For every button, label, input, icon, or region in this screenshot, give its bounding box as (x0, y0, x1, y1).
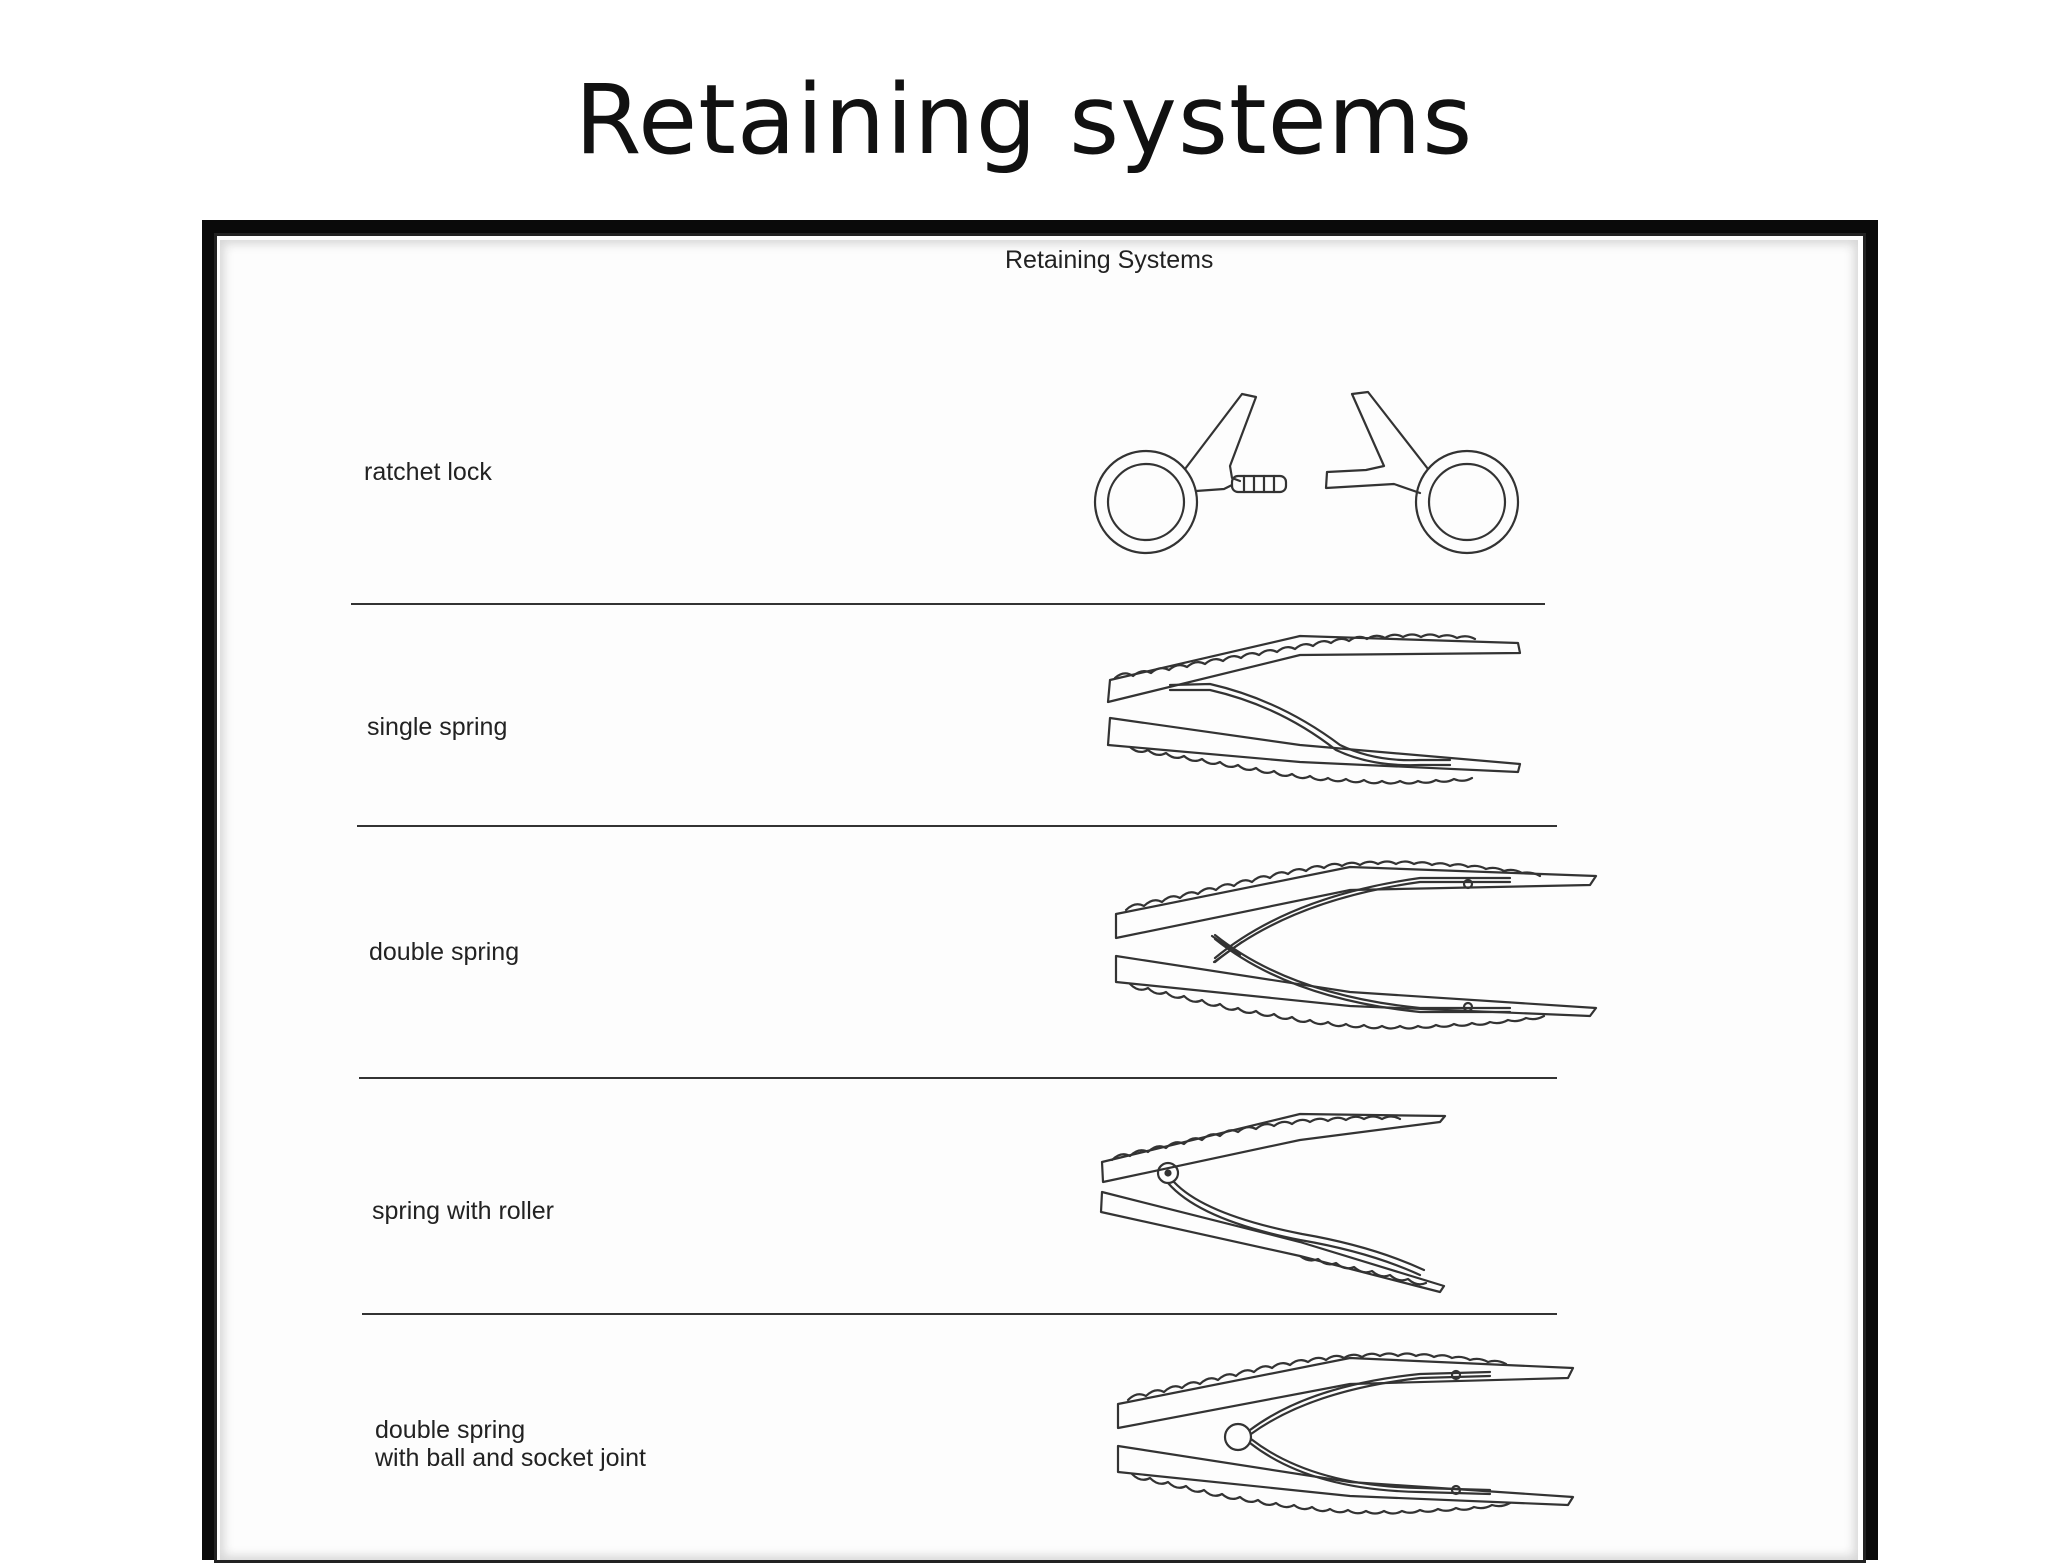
upper-arm (1100, 1112, 1447, 1184)
spring-lower (1213, 933, 1512, 1010)
row-divider (357, 825, 1557, 827)
spring-lower (1213, 937, 1512, 1014)
label-double-spring: double spring (369, 938, 520, 966)
label-ratchet-lock: ratchet lock (364, 458, 492, 486)
spring-upper (1213, 876, 1512, 960)
lower-arm (1114, 954, 1598, 1018)
figure-heading: Retaining Systems (1005, 246, 1214, 274)
lower-arm (1099, 1190, 1446, 1294)
upper-serration (1126, 1352, 1508, 1402)
spring-wire (1172, 1180, 1426, 1272)
ratchet-lock-illustration (1093, 390, 1520, 555)
spring-lower (1249, 1437, 1492, 1492)
lower-arm (1116, 1444, 1575, 1507)
upper-arm (1114, 865, 1598, 940)
upper-serration (1124, 860, 1542, 912)
ball-socket-spring-illustration (1116, 1352, 1575, 1515)
label-double-spring-ball-socket: double spring with ball and socket joint (375, 1416, 646, 1472)
spring-lower (1248, 1441, 1492, 1496)
double-spring-illustration (1114, 860, 1598, 1030)
spring-upper (1249, 1374, 1492, 1436)
label-single-spring: single spring (367, 713, 508, 741)
spring-wire (1168, 682, 1452, 762)
lower-serration (1128, 982, 1546, 1030)
upper-serration (1113, 633, 1477, 680)
upper-arm (1116, 1356, 1575, 1430)
lower-arm (1106, 716, 1522, 774)
row-divider (359, 1077, 1557, 1079)
spring-wire (1166, 1181, 1422, 1277)
ball-joint (1223, 1422, 1253, 1452)
spring-wire (1168, 688, 1452, 767)
row-divider (362, 1313, 1557, 1315)
upper-serration (1110, 1115, 1402, 1162)
lower-serration (1128, 745, 1474, 785)
spring-upper (1248, 1370, 1492, 1432)
slide-title: Retaining systems (574, 64, 1474, 176)
spring-upper (1213, 880, 1512, 964)
lower-serration (1298, 1254, 1428, 1286)
spring-with-roller-illustration (1099, 1112, 1447, 1294)
label-spring-with-roller: spring with roller (372, 1197, 555, 1225)
figure-paper (220, 240, 1858, 1560)
row-divider (351, 603, 1545, 605)
ratchet-left-half (1093, 392, 1288, 555)
single-spring-illustration (1106, 633, 1522, 785)
upper-arm (1106, 634, 1522, 704)
ratchet-right-half (1324, 390, 1520, 555)
lower-serration (1130, 1472, 1512, 1515)
